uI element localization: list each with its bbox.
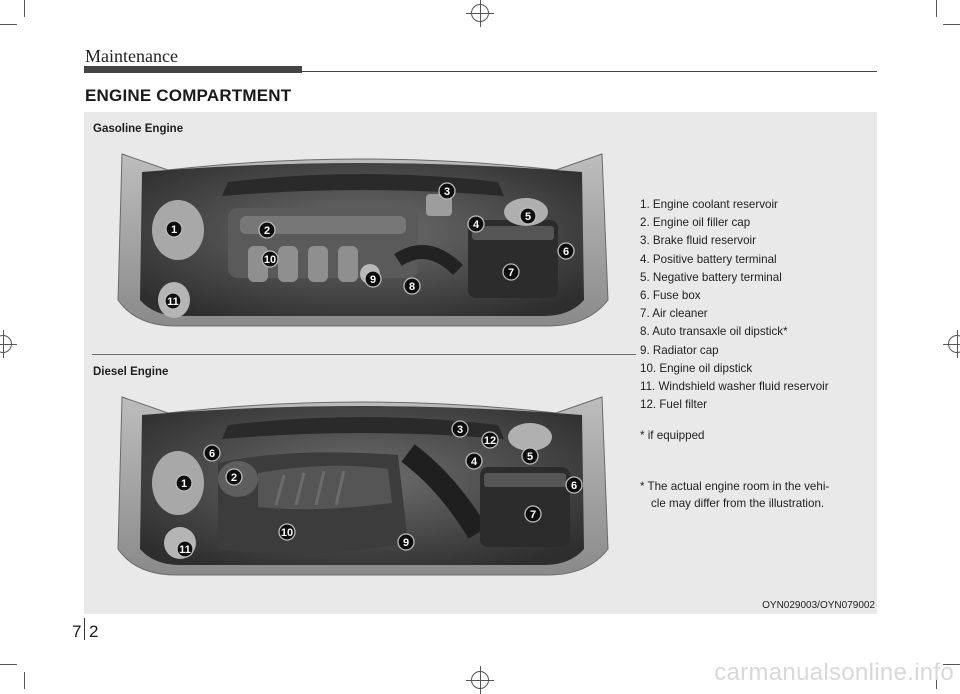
- callout-7: 7: [530, 509, 536, 521]
- illustration-disclaimer: * The actual engine room in the vehi- cl…: [640, 478, 872, 512]
- crop-mark: [0, 24, 17, 25]
- callout-3: 3: [457, 424, 463, 436]
- callout-11: 11: [179, 544, 191, 556]
- legend-item: 4. Positive battery terminal: [640, 252, 777, 266]
- disclaimer-line-1: * The actual engine room in the vehi-: [640, 480, 830, 493]
- if-equipped-note: * if equipped: [640, 429, 705, 442]
- callout-5: 5: [527, 451, 533, 463]
- crop-mark: [0, 664, 17, 665]
- registration-mark: [466, 0, 494, 27]
- diesel-engine-illustration: 1 2 3 4 5 6 6 7 9 10 11 12: [117, 396, 609, 576]
- callout-5: 5: [525, 211, 531, 223]
- legend-item: 7. Air cleaner: [640, 307, 708, 321]
- callout-9: 9: [370, 274, 376, 286]
- legend-item: 12. Fuel filter: [640, 398, 708, 412]
- legend-item: 1. Engine coolant reservoir: [640, 198, 778, 211]
- callout-8: 8: [409, 281, 415, 293]
- callout-11: 11: [167, 296, 179, 308]
- crop-mark: [943, 664, 960, 665]
- callout-9: 9: [403, 537, 409, 549]
- chapter-number: 7: [72, 622, 82, 641]
- section-header: Maintenance: [85, 46, 178, 66]
- callout-6: 6: [209, 448, 215, 460]
- crop-mark: [936, 0, 937, 17]
- crop-mark: [943, 24, 960, 25]
- crop-mark: [936, 672, 937, 689]
- legend-item: 8. Auto transaxle oil dipstick*: [640, 325, 788, 339]
- gasoline-engine-illustration: 1 2 3 4 5 6 7 8 9 10 11: [117, 153, 609, 327]
- callout-4: 4: [471, 456, 478, 468]
- component-legend: 1. Engine coolant reservoir 2. Engine oi…: [640, 196, 870, 414]
- legend-item: 3. Brake fluid reservoir: [640, 234, 756, 248]
- legend-item: 2. Engine oil filler cap: [640, 216, 751, 230]
- callout-7: 7: [508, 267, 514, 279]
- legend-item: 10. Engine oil dipstick: [640, 361, 753, 375]
- header-rule-thin: [302, 71, 877, 72]
- legend-item: 9. Radiator cap: [640, 343, 719, 357]
- registration-mark: [943, 330, 960, 358]
- callout-12: 12: [484, 435, 496, 447]
- image-code: OYN029003/OYN079002: [762, 600, 875, 611]
- crop-mark: [24, 672, 25, 689]
- page-number-separator: [84, 618, 85, 640]
- registration-mark: [0, 330, 17, 358]
- watermark: carmanualsonline.info: [714, 659, 954, 686]
- header-rule-thick: [84, 66, 302, 73]
- callout-2: 2: [264, 225, 270, 237]
- crop-mark: [24, 0, 25, 17]
- legend-item: 11. Windshield washer fluid reservoir: [640, 380, 829, 394]
- callout-10: 10: [281, 527, 293, 539]
- page-title: ENGINE COMPARTMENT: [85, 86, 292, 105]
- callout-6: 6: [563, 246, 569, 258]
- disclaimer-line-2: cle may differ from the illustration.: [651, 497, 825, 510]
- callout-1: 1: [181, 478, 187, 490]
- callout-1: 1: [171, 224, 177, 236]
- figure-divider: [92, 354, 636, 355]
- diesel-engine-label: Diesel Engine: [93, 366, 169, 378]
- registration-mark: [466, 666, 494, 694]
- callout-4: 4: [473, 219, 480, 231]
- gasoline-engine-label: Gasoline Engine: [93, 123, 184, 135]
- callout-10: 10: [264, 254, 276, 266]
- callout-6: 6: [571, 480, 577, 492]
- callout-3: 3: [444, 186, 450, 198]
- legend-item: 5. Negative battery terminal: [640, 270, 782, 284]
- page-number: 2: [89, 622, 99, 641]
- legend-item: 6. Fuse box: [640, 289, 701, 303]
- callout-2: 2: [231, 472, 237, 484]
